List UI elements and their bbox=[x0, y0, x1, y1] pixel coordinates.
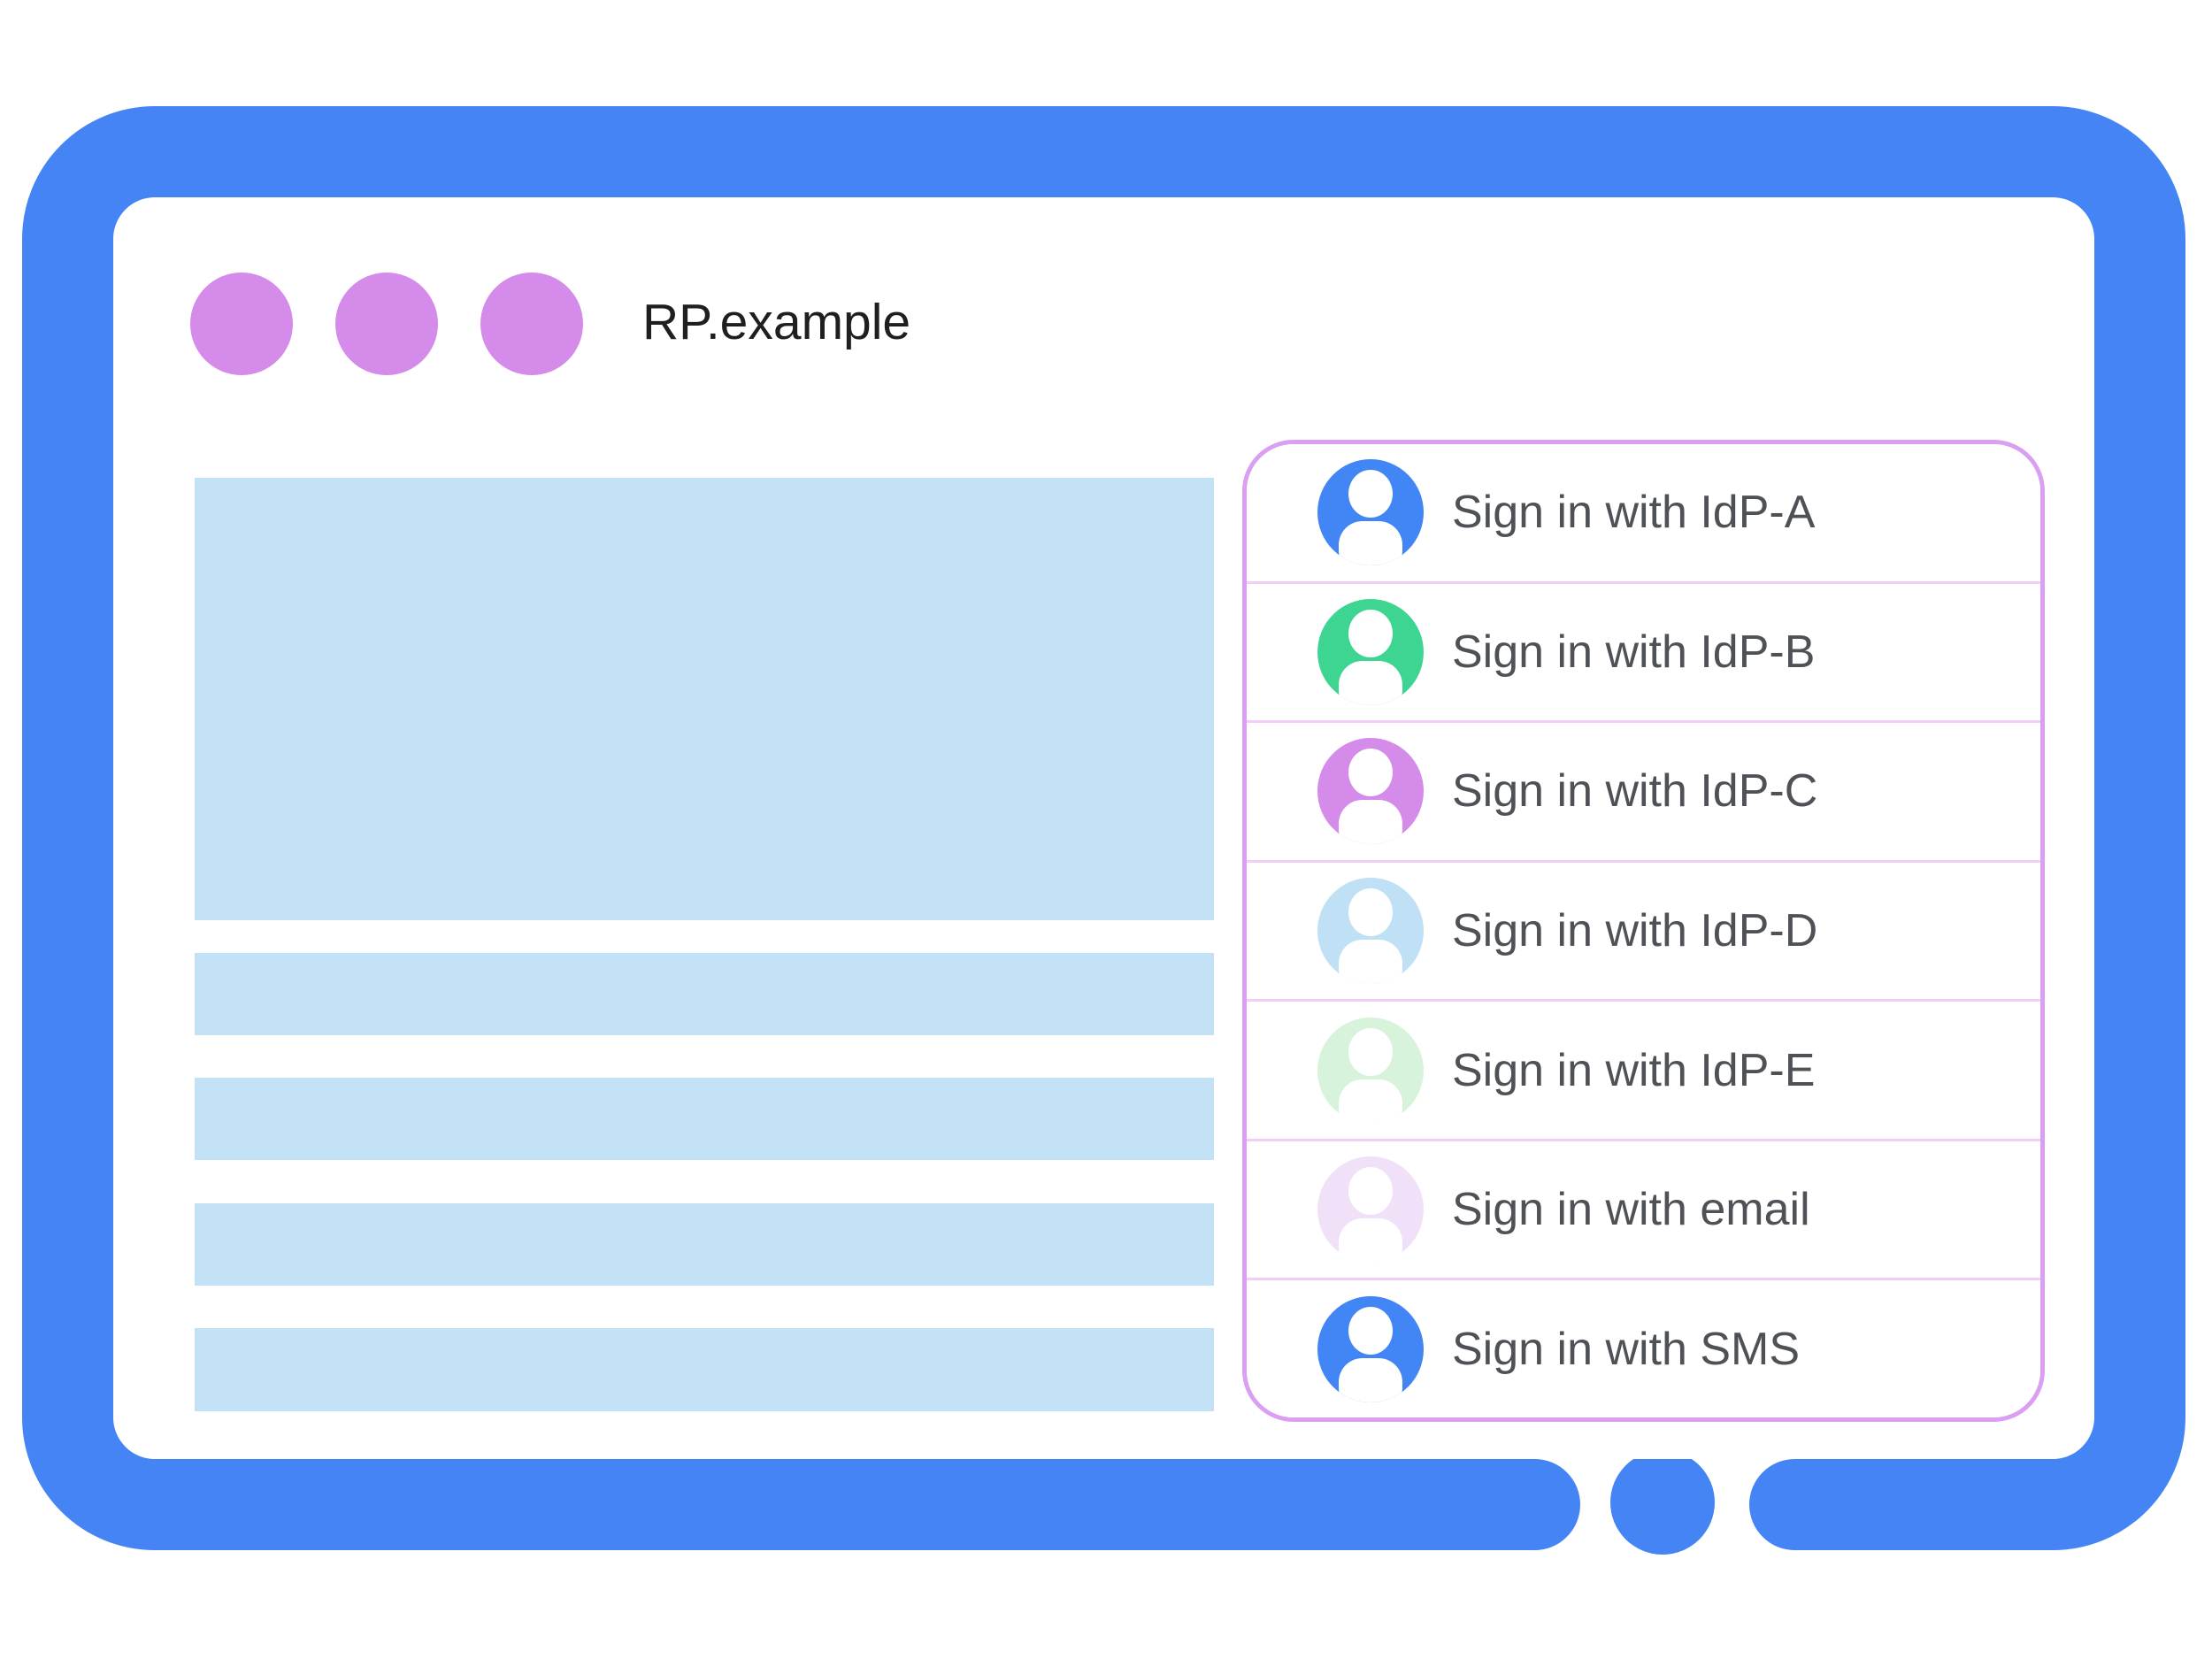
window-control-dot[interactable] bbox=[335, 273, 438, 375]
window-control-dot[interactable] bbox=[190, 273, 293, 375]
person-icon bbox=[1317, 459, 1424, 566]
person-icon bbox=[1317, 738, 1424, 845]
signin-option-label: Sign in with email bbox=[1452, 1184, 1810, 1236]
frame-bottom-bar-right-cap bbox=[1749, 1459, 1882, 1550]
content-placeholder-hero bbox=[195, 478, 1214, 920]
content-placeholder-line bbox=[195, 1328, 1214, 1411]
signin-option-label: Sign in with IdP-A bbox=[1452, 487, 1816, 539]
person-icon bbox=[1317, 598, 1424, 705]
signin-option-idp-c[interactable]: Sign in with IdP-C bbox=[1247, 720, 2040, 860]
signin-option-idp-a[interactable]: Sign in with IdP-A bbox=[1247, 444, 2040, 581]
person-icon bbox=[1317, 1017, 1424, 1124]
browser-window: RP.example Sign in with IdP-A bbox=[113, 197, 2094, 1459]
content-placeholder-line bbox=[195, 1203, 1214, 1286]
content-placeholder-line bbox=[195, 1078, 1214, 1160]
person-icon bbox=[1317, 878, 1424, 985]
signin-option-label: Sign in with IdP-E bbox=[1452, 1044, 1816, 1096]
signin-panel: Sign in with IdP-A Sign in with IdP-B bbox=[1242, 440, 2045, 1422]
signin-option-email[interactable]: Sign in with email bbox=[1247, 1138, 2040, 1279]
content-placeholder-line bbox=[195, 953, 1214, 1035]
signin-option-idp-b[interactable]: Sign in with IdP-B bbox=[1247, 580, 2040, 721]
site-title: RP.example bbox=[642, 294, 911, 350]
signin-option-sms[interactable]: Sign in with SMS bbox=[1247, 1278, 2040, 1417]
signin-option-label: Sign in with IdP-C bbox=[1452, 765, 1818, 818]
signin-option-label: Sign in with SMS bbox=[1452, 1323, 1801, 1375]
signin-option-label: Sign in with IdP-B bbox=[1452, 626, 1816, 678]
home-button-dot bbox=[1610, 1450, 1715, 1555]
signin-option-idp-e[interactable]: Sign in with IdP-E bbox=[1247, 999, 2040, 1139]
person-icon bbox=[1317, 1295, 1424, 1402]
frame-bottom-bar-left-cap bbox=[1448, 1459, 1580, 1550]
window-control-dot[interactable] bbox=[480, 273, 583, 375]
signin-option-idp-d[interactable]: Sign in with IdP-D bbox=[1247, 859, 2040, 1000]
signin-option-label: Sign in with IdP-D bbox=[1452, 905, 1818, 957]
person-icon bbox=[1317, 1156, 1424, 1263]
